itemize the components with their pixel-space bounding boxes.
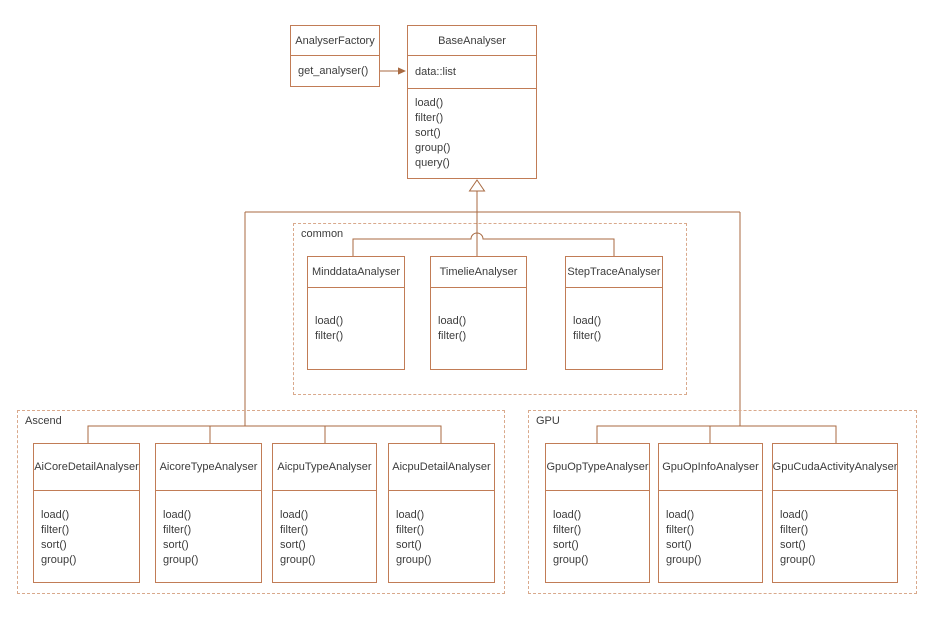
- method: filter(): [780, 524, 809, 536]
- method: sort(): [396, 539, 422, 551]
- method: filter(): [315, 330, 344, 342]
- class-box-timelieanalyser: TimelieAnalyser load() filter(): [430, 256, 527, 370]
- method: sort(): [553, 539, 579, 551]
- method: group(): [666, 554, 702, 566]
- method: filter(): [280, 524, 309, 536]
- method: load(): [315, 315, 344, 327]
- edge-gpu-connector: [596, 425, 837, 443]
- method: filter(): [553, 524, 582, 536]
- class-box-aicoredetailanalyser: AiCoreDetailAnalyser load() filter() sor…: [33, 443, 140, 583]
- method: group(): [553, 554, 589, 566]
- method: load(): [396, 509, 425, 521]
- method: load(): [438, 315, 467, 327]
- class-name: GpuOpInfoAnalyser: [659, 444, 762, 491]
- class-box-steptraceanalyser: StepTraceAnalyser load() filter(): [565, 256, 663, 370]
- edge-common-connector: [352, 232, 615, 256]
- method: sort(): [41, 539, 67, 551]
- method: group(): [163, 554, 199, 566]
- class-box-gpucudaactivityanalyser: GpuCudaActivityAnalyser load() filter() …: [772, 443, 898, 583]
- method: group(): [396, 554, 432, 566]
- group-gpu: GPU: [528, 410, 917, 594]
- method: filter(): [415, 112, 444, 124]
- class-name: TimelieAnalyser: [431, 257, 526, 288]
- method: sort(): [780, 539, 806, 551]
- method: filter(): [666, 524, 695, 536]
- class-box-aicpudetailanalyser: AicpuDetailAnalyser load() filter() sort…: [388, 443, 495, 583]
- method: load(): [415, 97, 444, 109]
- method: load(): [280, 509, 309, 521]
- class-box-aicputypeanalyser: AicpuTypeAnalyser load() filter() sort()…: [272, 443, 377, 583]
- class-name: AicoreTypeAnalyser: [156, 444, 261, 491]
- class-box-gpuopinfoanalyser: GpuOpInfoAnalyser load() filter() sort()…: [658, 443, 763, 583]
- method: group(): [415, 142, 451, 154]
- class-name: GpuCudaActivityAnalyser: [773, 444, 897, 491]
- class-box-baseanalyser: BaseAnalyser data::list load() filter() …: [407, 25, 537, 179]
- method: filter(): [573, 330, 602, 342]
- class-name: BaseAnalyser: [408, 26, 536, 56]
- class-box-minddataanalyser: MinddataAnalyser load() filter(): [307, 256, 405, 370]
- class-attribute: data::list: [408, 56, 536, 89]
- method: group(): [41, 554, 77, 566]
- inheritance-triangle-icon: [468, 179, 486, 192]
- method: load(): [163, 509, 192, 521]
- method: load(): [41, 509, 70, 521]
- class-name: AiCoreDetailAnalyser: [34, 444, 139, 491]
- method: group(): [780, 554, 816, 566]
- class-box-aicoretypeanalyser: AicoreTypeAnalyser load() filter() sort(…: [155, 443, 262, 583]
- method: filter(): [41, 524, 70, 536]
- method: query(): [415, 157, 450, 169]
- method: sort(): [415, 127, 441, 139]
- group-ascend-label: Ascend: [25, 415, 62, 427]
- class-box-gpuoptypeanalyser: GpuOpTypeAnalyser load() filter() sort()…: [545, 443, 650, 583]
- class-name: MinddataAnalyser: [308, 257, 404, 288]
- method: group(): [280, 554, 316, 566]
- arrowhead-icon: [398, 67, 406, 75]
- group-ascend: Ascend: [17, 410, 505, 594]
- method: filter(): [396, 524, 425, 536]
- class-name: GpuOpTypeAnalyser: [546, 444, 649, 491]
- method: filter(): [438, 330, 467, 342]
- method: load(): [780, 509, 809, 521]
- class-name: StepTraceAnalyser: [566, 257, 662, 288]
- method: load(): [573, 315, 602, 327]
- method: filter(): [163, 524, 192, 536]
- method: get_analyser(): [298, 65, 369, 77]
- class-name: AnalyserFactory: [291, 26, 379, 56]
- method: load(): [666, 509, 695, 521]
- group-gpu-label: GPU: [536, 415, 560, 427]
- edge-ascend-connector: [87, 425, 442, 443]
- class-name: AicpuDetailAnalyser: [389, 444, 494, 491]
- class-name: AicpuTypeAnalyser: [273, 444, 376, 491]
- group-common: common: [293, 223, 687, 395]
- method: sort(): [163, 539, 189, 551]
- method: sort(): [666, 539, 692, 551]
- group-common-label: common: [301, 228, 344, 240]
- method: sort(): [280, 539, 306, 551]
- class-box-analyserfactory: AnalyserFactory get_analyser(): [290, 25, 380, 87]
- method: load(): [553, 509, 582, 521]
